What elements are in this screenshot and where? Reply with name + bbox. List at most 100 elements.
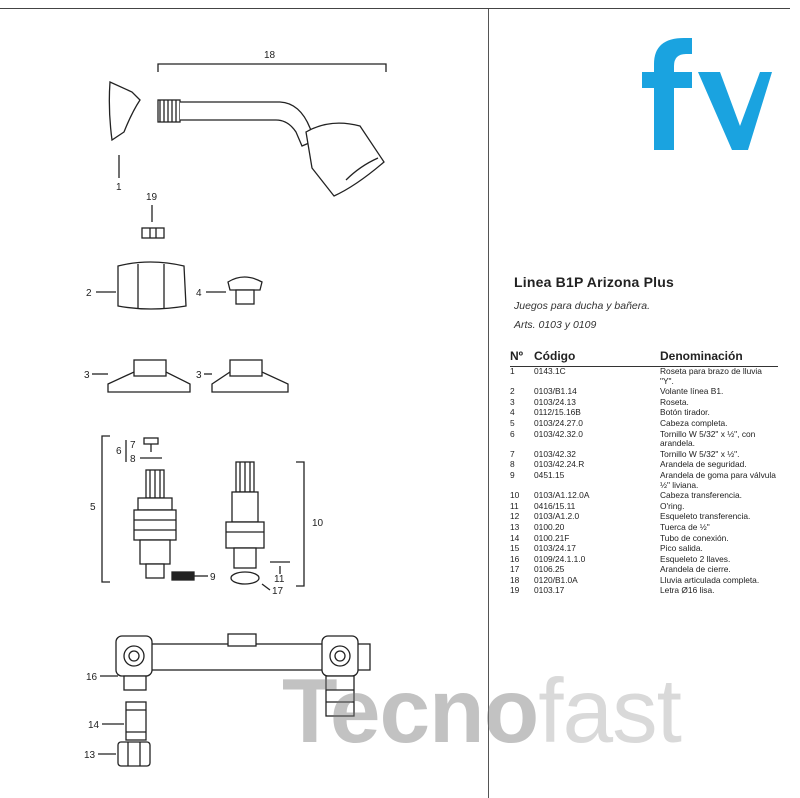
row-code: 0103/24.13: [534, 396, 576, 407]
row-number: 16: [510, 553, 520, 564]
label-7: 7: [130, 440, 136, 451]
table-row: 18 0120/B1.0A Lluvia articulada completa.: [510, 574, 778, 587]
row-code: 0103/24.17: [534, 543, 576, 554]
product-subtitle: Juegos para ducha y bañera.: [514, 300, 651, 312]
label-14: 14: [88, 720, 100, 731]
row-description: Cabeza completa.: [660, 417, 728, 428]
row-number: 14: [510, 532, 520, 543]
table-row: 10 0103/A1.12.0A Cabeza transferencia.: [510, 491, 778, 502]
row-number: 15: [510, 543, 520, 554]
row-code: 0103/A1.2.0: [534, 511, 580, 522]
watermark-part-2: fast: [538, 661, 682, 762]
row-description: Arandela de seguridad.: [660, 459, 747, 470]
column-divider: [488, 9, 489, 798]
row-number: 18: [510, 574, 520, 585]
row-number: 12: [510, 511, 520, 522]
label-8: 8: [130, 454, 136, 465]
row-description: Roseta para brazo de lluvia "Y".: [660, 366, 762, 386]
table-row: 16 0109/24.1.1.0 Esqueleto 2 llaves.: [510, 553, 778, 566]
row-description: O'ring.: [660, 500, 685, 511]
row-number: 8: [510, 459, 515, 470]
label-17: 17: [272, 586, 284, 597]
row-description: Lluvia articulada completa.: [660, 574, 760, 585]
label-16: 16: [86, 672, 98, 683]
row-number: 6: [510, 428, 515, 439]
row-number: 19: [510, 585, 520, 596]
table-row: 6 0103/42.32.0 Tornillo W 5/32" x ½", con …: [510, 428, 778, 450]
label-3-left: 3: [84, 370, 90, 381]
table-row: 19 0103.17 Letra Ø16 lisa.: [510, 586, 778, 597]
label-13: 13: [84, 750, 96, 761]
table-row: 5 0103/24.27.0 Cabeza completa.: [510, 417, 778, 430]
row-code: 0103.17: [534, 585, 565, 596]
row-number: 2: [510, 386, 515, 397]
row-code: 0103/42.32.0: [534, 428, 583, 439]
table-row: 9 0451.15 Arandela de goma para válvula ½"…: [510, 469, 778, 491]
row-number: 11: [510, 500, 519, 511]
row-number: 1: [510, 366, 515, 376]
exploded-parts-diagram: 18 1 19 2 4 3 3 6 7 8 5 10 9 11 17 16 14…: [84, 50, 387, 767]
header-number: Nº: [510, 349, 534, 367]
row-number: 10: [510, 490, 520, 501]
tecnofast-watermark: Tecnofast: [282, 661, 682, 762]
row-code: 0109/24.1.1.0: [534, 553, 586, 564]
row-number: 4: [510, 407, 515, 418]
top-border: [0, 8, 790, 9]
label-1: 1: [116, 182, 122, 193]
label-10: 10: [312, 518, 324, 529]
parts-table-header: Nº Código Denominación: [510, 349, 778, 367]
articles-line: Arts. 0103 y 0109: [514, 319, 597, 331]
row-number: 13: [510, 521, 520, 532]
row-description: Volante línea B1.: [660, 386, 724, 397]
row-number: 17: [510, 564, 520, 575]
label-4: 4: [196, 288, 202, 299]
table-row: 11 0416/15.11 O'ring.: [510, 500, 778, 513]
row-code: 0103/42.32: [534, 448, 576, 459]
label-19: 19: [146, 192, 158, 203]
row-description: Letra Ø16 lisa.: [660, 585, 715, 596]
label-2: 2: [86, 288, 92, 299]
label-3-right: 3: [196, 370, 202, 381]
header-code: Código: [534, 349, 660, 367]
row-code: 0103/B1.14: [534, 386, 577, 397]
row-description: Arandela de cierre.: [660, 564, 731, 575]
row-description: Tornillo W 5/32" x ½", con arandela.: [660, 428, 756, 449]
row-code: 0120/B1.0A: [534, 574, 578, 585]
row-description: Esqueleto 2 llaves.: [660, 553, 731, 564]
table-row: 7 0103/42.32 Tornillo W 5/32" x ½".: [510, 448, 778, 461]
table-row: 12 0103/A1.2.0 Esqueleto transferencia.: [510, 512, 778, 523]
row-code: 0100.21F: [534, 532, 570, 543]
row-number: 5: [510, 417, 515, 428]
table-row: 3 0103/24.13 Roseta.: [510, 396, 778, 409]
row-description: Esqueleto transferencia.: [660, 511, 751, 522]
row-description: Tornillo W 5/32" x ½".: [660, 448, 740, 459]
row-description: Arandela de goma para válvula ½" liviana…: [660, 469, 776, 490]
row-code: 0103/24.27.0: [534, 417, 583, 428]
label-5: 5: [90, 502, 96, 513]
row-description: Botón tirador.: [660, 407, 710, 418]
label-9: 9: [210, 572, 216, 583]
row-number: 3: [510, 396, 515, 407]
row-description: Cabeza transferencia.: [660, 490, 742, 501]
row-code: 0112/15.16B: [534, 407, 581, 418]
label-18: 18: [264, 50, 276, 61]
row-code: 0106.25: [534, 564, 565, 575]
header-description: Denominación: [660, 349, 778, 367]
row-number: 7: [510, 448, 515, 459]
product-title: Linea B1P Arizona Plus: [514, 274, 674, 290]
row-code: 0416/15.11: [534, 500, 576, 511]
row-code: 0103/A1.12.0A: [534, 490, 590, 501]
row-code: 0451.15: [534, 469, 565, 480]
table-row: 2 0103/B1.14 Volante línea B1.: [510, 387, 778, 398]
row-description: Tubo de conexión.: [660, 532, 729, 543]
watermark-part-1: Tecno: [282, 661, 539, 762]
row-description: Roseta.: [660, 396, 689, 407]
row-number: 9: [510, 469, 515, 480]
table-row: 17 0106.25 Arandela de cierre.: [510, 565, 778, 576]
label-6: 6: [116, 446, 122, 457]
